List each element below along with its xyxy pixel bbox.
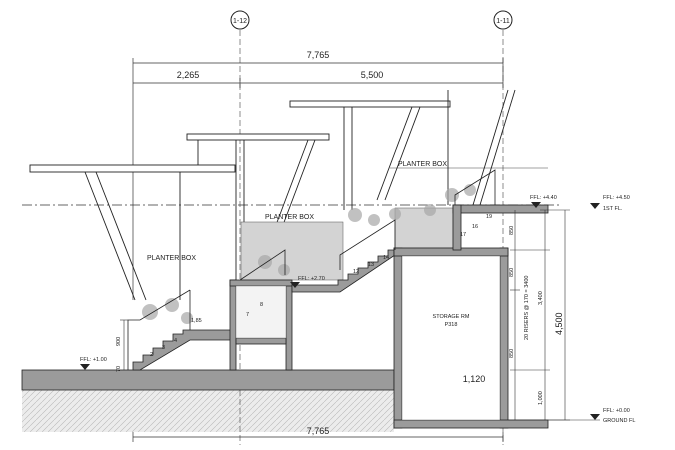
- left-dimension-lines: [120, 319, 128, 370]
- grid-label-1-12: 1-12: [233, 18, 247, 25]
- level-ffl-2-70: FFL: +2.70: [298, 276, 325, 282]
- planter-box-label-mid: PLANTER BOX: [265, 214, 314, 221]
- level-marker: [290, 282, 300, 288]
- grid-label-1-11: 1-11: [496, 18, 510, 25]
- step-number: 19: [486, 214, 492, 220]
- level-ffl-1-00: FFL: +1.00: [80, 357, 107, 363]
- dim-right-850-a: 850: [509, 226, 515, 235]
- dim-left-70: 70: [116, 366, 122, 372]
- planter-box-mid-fill: [240, 221, 344, 281]
- canopy-structures: [29, 89, 516, 301]
- step-number: 17: [460, 232, 466, 238]
- step-number: 2: [150, 352, 153, 358]
- grid-bubble-1-12: [230, 10, 250, 30]
- planter-box-label-left: PLANTER BOX: [147, 255, 196, 262]
- step-number: 12: [353, 269, 359, 275]
- dim-top-right: 5,500: [361, 70, 384, 80]
- right-dimension-lines: [510, 209, 570, 421]
- storage-room: [401, 255, 501, 421]
- dim-left-900: 900: [116, 337, 122, 346]
- level-ffl-4-40: FFL: +4.40: [530, 195, 557, 201]
- step-number: 8: [260, 302, 263, 308]
- step-number: 13: [368, 262, 374, 268]
- grid-bubble-1-11: [493, 10, 513, 30]
- level-ground-fl: GROUND FL: [603, 418, 635, 424]
- bottom-dimension-line: [132, 432, 504, 442]
- level-marker: [590, 203, 600, 209]
- level-marker: [531, 202, 541, 208]
- storage-room-code: P318: [445, 322, 458, 328]
- handrails: [127, 169, 496, 370]
- storage-room-name: STORAGE RM: [433, 314, 470, 320]
- planter-box-right-fill: [394, 207, 454, 249]
- dim-top-total: 7,765: [307, 50, 330, 60]
- step-number: 7: [246, 312, 249, 318]
- dim-right-850-b: 850: [509, 268, 515, 277]
- level-ffl-4-50: FFL: +4.50: [603, 195, 630, 201]
- dim-top-left: 2,265: [177, 70, 200, 80]
- storage-dim-1120: 1,120: [463, 374, 486, 384]
- step-number: 3: [162, 345, 165, 351]
- planter-box-label-right: PLANTER BOX: [398, 161, 447, 168]
- step-number: 4: [174, 338, 177, 344]
- level-marker: [80, 364, 90, 370]
- level-ffl-0-00: FFL: +0.00: [603, 408, 630, 414]
- step-number: 14: [383, 255, 389, 261]
- level-1st-fl: 1ST FL.: [603, 206, 623, 212]
- dim-bottom-total: 7,765: [307, 426, 330, 436]
- dim-rail-1-85: 1,85: [191, 318, 202, 324]
- landing-box-interior: [235, 285, 287, 339]
- dim-right-3400: 3,400: [538, 291, 544, 305]
- ground-hatch: [22, 390, 394, 432]
- level-marker: [590, 414, 600, 420]
- concrete-structure: [21, 204, 549, 429]
- dim-right-4500: 4,500: [554, 312, 564, 335]
- step-number: 16: [472, 224, 478, 230]
- planting-sketch: [142, 184, 476, 324]
- top-dimension-lines: [132, 58, 504, 300]
- dim-right-850-c: 850: [509, 349, 515, 358]
- dim-right-risers: 20 RISERS @ 170 = 3400: [524, 276, 530, 340]
- dim-right-1000: 1,000: [538, 391, 544, 405]
